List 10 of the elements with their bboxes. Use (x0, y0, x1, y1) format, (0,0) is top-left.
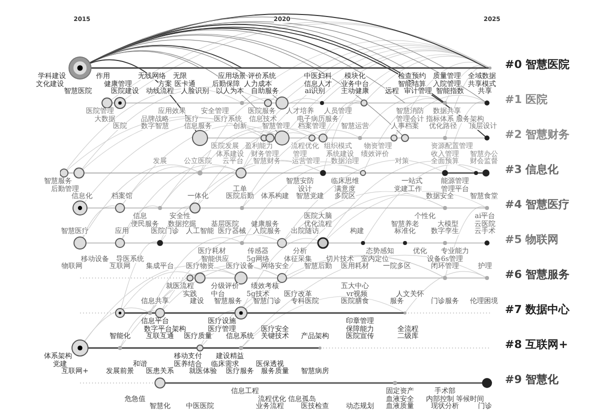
cluster-label: #6 智慧服务 (505, 269, 570, 280)
cluster-label: #0 智慧医院 (505, 59, 570, 70)
cluster-label: #3 信息化 (505, 164, 559, 175)
cluster-label: #4 智慧医疗 (505, 199, 570, 210)
cluster-label: #2 智慧财务 (505, 129, 570, 140)
cluster-label: #5 物联网 (505, 234, 559, 245)
cluster-label: #9 智慧化 (505, 374, 559, 385)
cluster-label: #7 数据中心 (505, 304, 570, 315)
cluster-label: #1 医院 (505, 94, 548, 105)
cluster-label: #8 互联网+ (505, 339, 568, 350)
